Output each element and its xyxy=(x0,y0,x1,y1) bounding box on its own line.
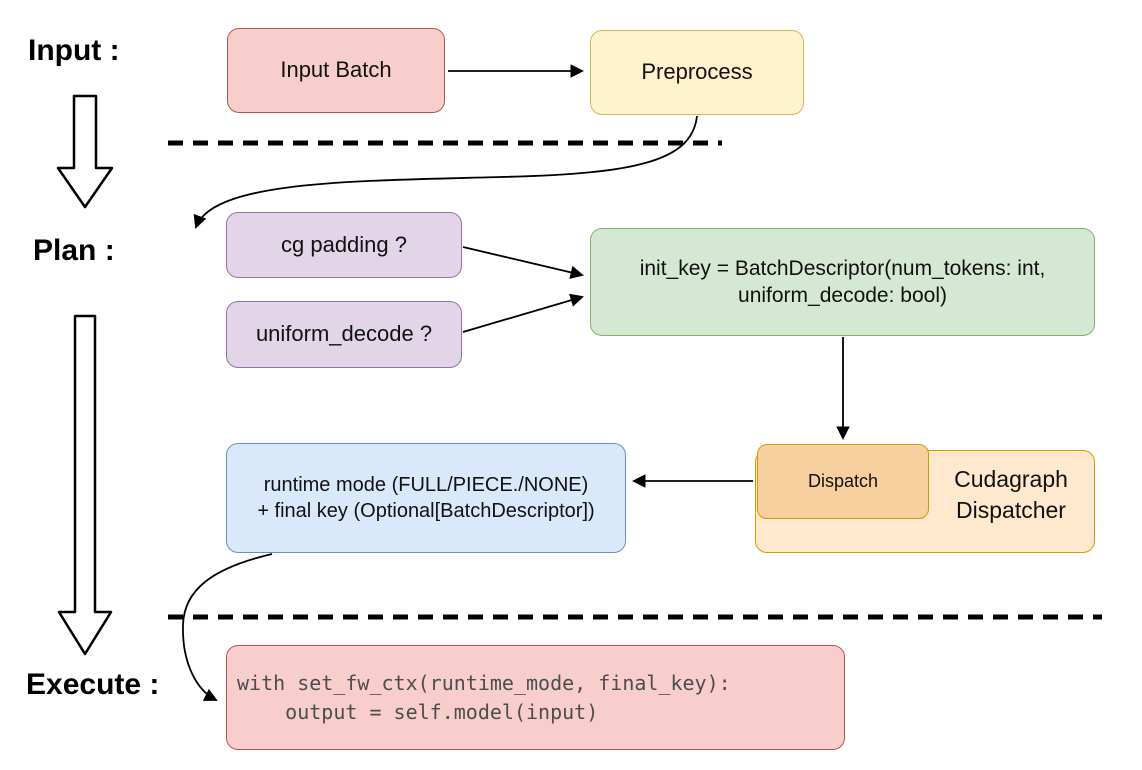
node-uniform-decode-label: uniform_decode ? xyxy=(255,321,433,347)
edge-cg-padding-to-init-key xyxy=(462,246,584,279)
node-dispatch-label: Dispatch xyxy=(807,470,879,491)
node-execute-code: with set_fw_ctx(runtime_mode, final_key)… xyxy=(226,645,845,750)
node-cudagraph-label-line1: Cudagraph xyxy=(954,466,1068,492)
node-cudagraph-label-line2: Dispatcher xyxy=(956,497,1066,524)
stage-label-execute: Execute : xyxy=(26,668,160,701)
node-runtime-mode-line2: + final key (Optional[BatchDescriptor]) xyxy=(257,500,595,522)
node-runtime-mode-line1: runtime mode (FULL/PIECE./NONE) xyxy=(263,474,589,496)
node-input-batch-label: Input Batch xyxy=(280,57,392,83)
node-cudagraph-dispatcher-label: Cudagraph Dispatcher xyxy=(932,464,1090,526)
node-cg-padding: cg padding ? xyxy=(226,212,462,278)
stage-arrow-plan-to-execute xyxy=(57,314,113,656)
node-preprocess-label: Preprocess xyxy=(641,59,753,85)
node-init-key-line2: uniform_decode: bool) xyxy=(738,284,947,307)
node-execute-code-line2: output = self.model(input) xyxy=(237,699,599,724)
node-dispatch: Dispatch xyxy=(757,444,929,519)
node-cg-padding-label: cg padding ? xyxy=(281,231,407,257)
node-uniform-decode: uniform_decode ? xyxy=(226,301,462,368)
node-init-key: init_key = BatchDescriptor(num_tokens: i… xyxy=(590,228,1095,336)
edge-preprocess-to-plan xyxy=(193,115,698,229)
node-input-batch: Input Batch xyxy=(227,28,445,113)
node-execute-code-line1: with set_fw_ctx(runtime_mode, final_key)… xyxy=(237,670,731,695)
edge-uniform-decode-to-init-key xyxy=(462,293,584,333)
node-init-key-line1: init_key = BatchDescriptor(num_tokens: i… xyxy=(639,256,1046,280)
stage-label-input: Input : xyxy=(28,34,120,67)
stage-label-plan: Plan : xyxy=(33,234,115,267)
node-runtime-mode: runtime mode (FULL/PIECE./NONE) + final … xyxy=(226,443,626,553)
node-preprocess: Preprocess xyxy=(590,30,804,115)
stage-arrow-input-to-plan xyxy=(56,94,114,209)
